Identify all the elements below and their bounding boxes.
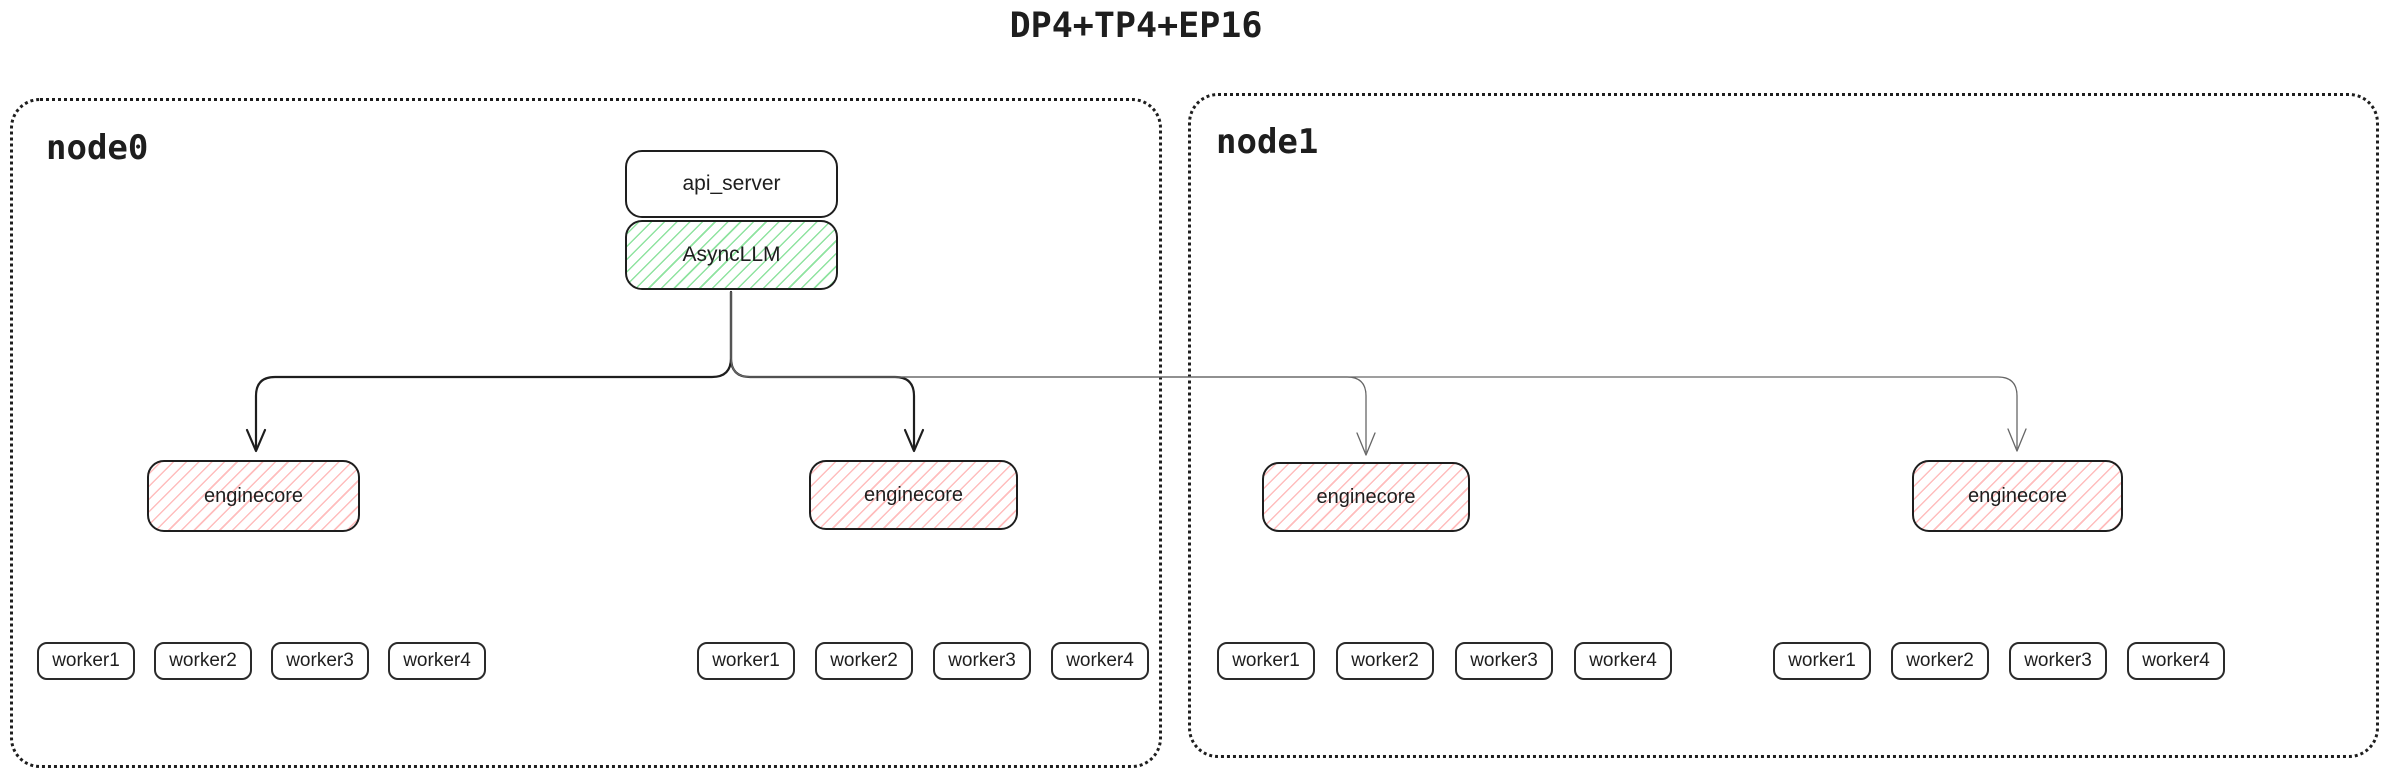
worker-label: worker2 — [169, 650, 237, 671]
worker-box: worker2 — [815, 642, 913, 680]
worker-label: worker3 — [286, 650, 354, 671]
worker-box: worker1 — [1217, 642, 1315, 680]
worker-label: worker2 — [1351, 650, 1419, 671]
worker-box: worker1 — [697, 642, 795, 680]
node1-label: node1 — [1216, 122, 1319, 162]
worker-box: worker3 — [1455, 642, 1553, 680]
worker-box: worker4 — [1051, 642, 1149, 680]
worker-label: worker4 — [1066, 650, 1134, 671]
enginecore-label: enginecore — [1316, 485, 1416, 508]
worker-label: worker3 — [948, 650, 1016, 671]
worker-label: worker3 — [2024, 650, 2092, 671]
worker-box: worker3 — [933, 642, 1031, 680]
workers-group-node0-1: worker1 worker2 worker3 worker4 — [37, 642, 486, 680]
worker-box: worker2 — [1891, 642, 1989, 680]
enginecore-label: enginecore — [864, 483, 963, 506]
workers-group-node1-1: worker1 worker2 worker3 worker4 — [1217, 642, 1672, 680]
worker-label: worker1 — [1788, 650, 1856, 671]
enginecore-box-node0-2: enginecore — [809, 460, 1018, 530]
enginecore-box-node1-1: enginecore — [1262, 462, 1470, 532]
worker-box: worker1 — [37, 642, 135, 680]
worker-label: worker4 — [1589, 650, 1657, 671]
workers-group-node0-2: worker1 worker2 worker3 worker4 — [697, 642, 1149, 680]
asyncllm-box: AsyncLLM — [625, 220, 838, 290]
enginecore-label: enginecore — [1968, 484, 2067, 507]
node0-label: node0 — [46, 128, 149, 168]
enginecore-label: enginecore — [204, 484, 303, 507]
worker-label: worker2 — [830, 650, 898, 671]
worker-box: worker3 — [271, 642, 369, 680]
worker-box: worker2 — [1336, 642, 1434, 680]
worker-label: worker2 — [1906, 650, 1974, 671]
enginecore-box-node0-1: enginecore — [147, 460, 360, 532]
workers-group-node1-2: worker1 worker2 worker3 worker4 — [1773, 642, 2225, 680]
asyncllm-label: AsyncLLM — [682, 243, 781, 266]
worker-box: worker4 — [388, 642, 486, 680]
api-server-label: api_server — [682, 172, 781, 195]
enginecore-box-node1-2: enginecore — [1912, 460, 2123, 532]
worker-box: worker4 — [1574, 642, 1672, 680]
worker-label: worker1 — [52, 650, 120, 671]
diagram-title: DP4+TP4+EP16 — [1009, 6, 1263, 46]
worker-box: worker3 — [2009, 642, 2107, 680]
worker-box: worker2 — [154, 642, 252, 680]
worker-label: worker4 — [403, 650, 471, 671]
worker-box: worker1 — [1773, 642, 1871, 680]
api-server-box: api_server — [625, 150, 838, 218]
worker-label: worker3 — [1470, 650, 1538, 671]
worker-box: worker4 — [2127, 642, 2225, 680]
worker-label: worker1 — [712, 650, 780, 671]
worker-label: worker4 — [2142, 650, 2210, 671]
worker-label: worker1 — [1232, 650, 1300, 671]
